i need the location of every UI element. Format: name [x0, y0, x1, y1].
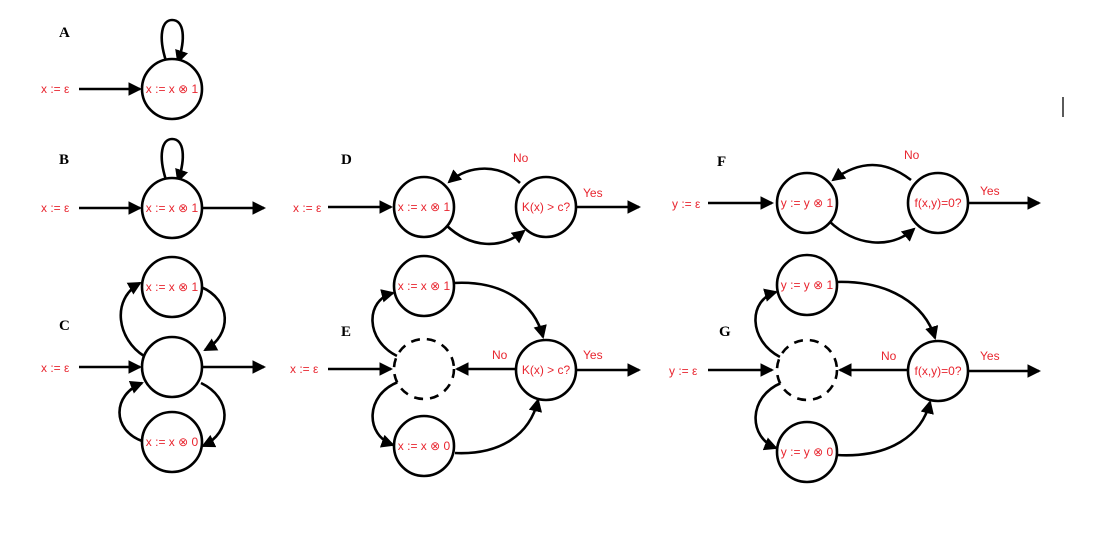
panel-e-top-state-label: x := x ⊗ 1 [398, 279, 451, 293]
panel-f-arrow-to-test [828, 220, 916, 244]
panel-g-bottom-state [775, 420, 839, 484]
panel-d-state-label: x := x ⊗ 1 [398, 200, 451, 214]
panel-e-arrow-to-bottom [371, 380, 399, 448]
panel-b-init-label: x := ε [41, 201, 70, 215]
panel-c-arrow-from-top [200, 285, 227, 352]
panel-c-arrow-from-bottom [118, 381, 144, 443]
panel-c-bottom-state [140, 410, 204, 474]
panel-e-letter: E [341, 324, 351, 340]
panel-d-test-label: K(x) > c? [522, 200, 571, 214]
panel-c-top-state [140, 255, 204, 319]
panel-a-letter: A [59, 25, 70, 41]
panel-f-test-label: f(x,y)=0? [914, 196, 961, 210]
panel-d-arrow-no [447, 167, 521, 184]
panel-e-init-label: x := ε [290, 362, 319, 376]
panel-g-yes-label: Yes [980, 349, 1000, 363]
panel-g-test [906, 339, 970, 403]
panel-g-no-label: No [881, 349, 897, 363]
panel-g-test-label: f(x,y)=0? [914, 364, 961, 378]
panel-b-state-label: x := x ⊗ 1 [146, 201, 199, 215]
panel-d-yes-label: Yes [583, 186, 603, 200]
panel-f-test [906, 171, 970, 235]
panel-d-test [514, 175, 578, 239]
panel-e-dashed-state [392, 337, 456, 401]
panel-c-top-state-label: x := x ⊗ 1 [146, 280, 199, 294]
panel-a-state [140, 57, 204, 121]
panel-e-top-state [392, 254, 456, 318]
panel-b-letter: B [59, 152, 69, 168]
panel-g-top-state [775, 253, 839, 317]
panel-a: A x := ε x := x ⊗ 1 [41, 18, 204, 121]
panel-c-init-label: x := ε [41, 361, 70, 375]
panel-e: E x := ε No Yes x := x ⊗ 1 x := x ⊗ 0 K(… [290, 254, 642, 478]
panel-c-arrow-to-bottom [200, 381, 226, 448]
panel-e-test [514, 338, 578, 402]
panel-e-no-label: No [492, 348, 508, 362]
panel-e-test-label: K(x) > c? [522, 363, 571, 377]
panel-f-arrow-no [831, 163, 912, 182]
panel-g-arrow-bottom-to-test [836, 400, 934, 457]
panel-g-top-state-label: y := y ⊗ 1 [781, 278, 834, 292]
panel-a-state-label: x := x ⊗ 1 [146, 82, 199, 96]
panel-c-hub-state [140, 335, 204, 399]
panel-e-bottom-state [392, 414, 456, 478]
panel-f-letter: F [717, 154, 726, 170]
panel-d: D x := ε No Yes x := x ⊗ 1 K(x) > c? [293, 151, 642, 246]
panel-f-yes-label: Yes [980, 184, 1000, 198]
panel-g-bottom-state-label: y := y ⊗ 0 [781, 445, 834, 459]
panel-f: F y := ε No Yes y := y ⊗ 1 f(x,y)=0? [672, 148, 1042, 244]
panel-a-self-loop [160, 18, 189, 64]
panel-g-arrow-to-top [754, 288, 781, 359]
panel-d-init-label: x := ε [293, 201, 322, 215]
panel-f-no-label: No [904, 148, 920, 162]
panel-f-init-label: y := ε [672, 197, 701, 211]
panel-g-dashed-state [775, 338, 839, 402]
panel-b: B x := ε x := x ⊗ 1 [41, 137, 267, 240]
panel-c: C x := ε x := x ⊗ 1 x := x ⊗ 0 [41, 255, 267, 474]
panel-d-state [392, 175, 456, 239]
panel-c-arrow-to-top [119, 281, 145, 358]
panel-c-bottom-state-label: x := x ⊗ 0 [146, 435, 199, 449]
panel-e-arrow-top-to-test [452, 281, 547, 339]
panel-g: G y := ε No Yes y := y ⊗ 1 y := y ⊗ 0 f(… [669, 253, 1042, 484]
panel-f-state-label: y := y ⊗ 1 [781, 196, 834, 210]
panel-f-state [775, 171, 839, 235]
panel-d-arrow-to-test [445, 224, 526, 246]
panel-c-letter: C [59, 318, 70, 334]
panel-b-self-loop [160, 137, 189, 183]
panel-d-letter: D [341, 152, 352, 168]
panel-b-state [140, 176, 204, 240]
panel-g-init-label: y := ε [669, 364, 698, 378]
panel-e-arrow-bottom-to-test [454, 398, 543, 455]
panel-d-no-label: No [513, 151, 529, 165]
panel-e-yes-label: Yes [583, 348, 603, 362]
panel-e-arrow-to-top [371, 289, 398, 358]
panel-g-letter: G [719, 324, 731, 340]
panel-g-arrow-top-to-test [834, 280, 939, 340]
panel-a-init-label: x := ε [41, 82, 70, 96]
panel-g-arrow-to-bottom [754, 381, 782, 451]
panel-e-bottom-state-label: x := x ⊗ 0 [398, 439, 451, 453]
